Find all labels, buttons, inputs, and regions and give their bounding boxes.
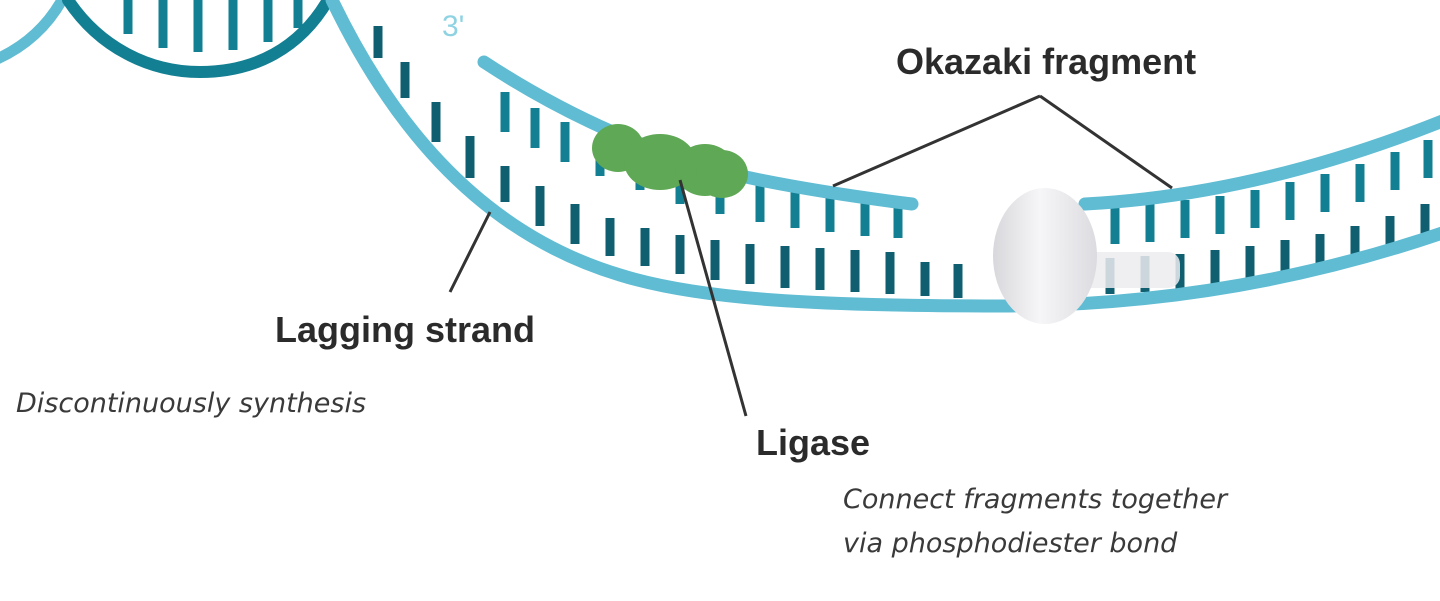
helix-strand-light — [0, 0, 68, 64]
primer-blob — [993, 188, 1180, 324]
fragment-right-backbone — [1078, 114, 1440, 211]
lagging-callout — [448, 211, 492, 293]
lagging-strand-note: Discontinuously synthesis — [16, 388, 366, 419]
ligase-enzyme — [592, 124, 748, 198]
okazaki-fragment-right — [1078, 114, 1440, 244]
template-strand — [325, 0, 1440, 313]
callout-lines — [448, 94, 1173, 417]
end-marker-3prime: 3' — [442, 10, 464, 43]
okazaki-callout-left — [832, 94, 1041, 188]
ligase-note-line1: Connect fragments together — [843, 484, 1229, 515]
template-bases — [373, 26, 1430, 298]
okazaki-label: Okazaki fragment — [896, 41, 1196, 82]
template-backbone — [325, 0, 1440, 313]
ligase-label: Ligase — [756, 422, 870, 463]
okazaki-callout-right — [1039, 94, 1173, 190]
ligase-note-line2: via phosphodiester bond — [843, 528, 1178, 559]
fragment-right-bases — [1110, 140, 1433, 244]
parent-helix — [0, 0, 334, 79]
helix-base-pairs — [123, 0, 303, 52]
helix-strand-dark — [62, 0, 334, 79]
lagging-strand-label: Lagging strand — [275, 309, 535, 350]
ligase-callout — [678, 179, 748, 417]
